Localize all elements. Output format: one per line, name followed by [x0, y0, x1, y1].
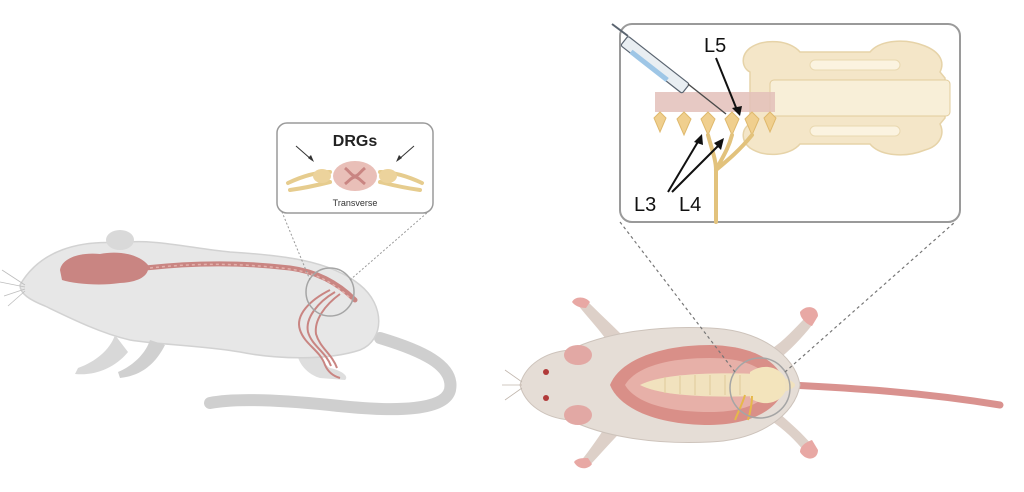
- rat-front-leg-2: [118, 340, 165, 378]
- transverse-caption: Transverse: [333, 198, 378, 208]
- dorsal-view-rat: [502, 221, 1004, 469]
- dura-band: [655, 92, 775, 112]
- transverse-nerves: [286, 170, 424, 192]
- rat-ear: [106, 230, 134, 250]
- dorsal-zoom-circle: [305, 267, 355, 317]
- rat-brain: [60, 252, 149, 285]
- drg-left-ganglion: [313, 169, 331, 183]
- rat-whiskers: [0, 269, 26, 307]
- syringe: [611, 23, 727, 115]
- lumbar-zoom-circle: [729, 357, 791, 419]
- rat-tail: [204, 332, 457, 416]
- rat-front-leg: [75, 335, 128, 375]
- dorsal-rat-eye-2: [543, 395, 549, 401]
- sciatic-nerve: [706, 133, 754, 224]
- spinal-canal: [769, 79, 951, 117]
- dorsal-rat-paws: [572, 297, 818, 469]
- rat-sciatic-nerve: [298, 289, 341, 379]
- transverse-inset: DRGs Transverse: [276, 122, 434, 214]
- label-l5: L5: [704, 35, 726, 57]
- arrows-l3-l4: [667, 139, 721, 193]
- side-view-rat: [0, 211, 457, 416]
- dorsal-rat-whiskers: [502, 369, 523, 401]
- dorsal-rat-ear-2: [564, 405, 592, 425]
- label-l4: L4: [679, 194, 701, 216]
- dorsal-rat-eye: [543, 369, 549, 375]
- injection-inset: L5 L3 L4: [611, 23, 961, 224]
- drg-title: DRGs: [333, 133, 378, 150]
- dorsal-rat-ear: [564, 345, 592, 365]
- dorsal-nerve-branches: [734, 394, 753, 421]
- dorsal-rat-tail: [786, 381, 1004, 409]
- drg-right-ganglion: [379, 169, 397, 183]
- drg-ganglia: [653, 111, 777, 137]
- label-l3: L3: [634, 194, 656, 216]
